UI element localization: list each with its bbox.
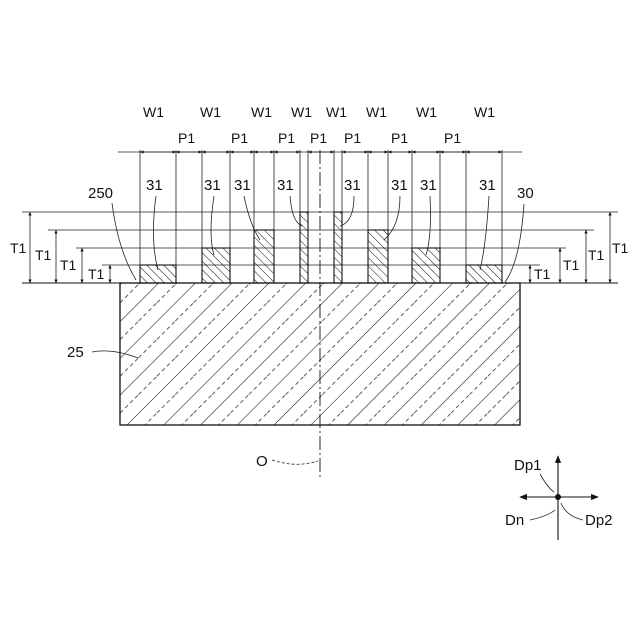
- axis-leader: [272, 460, 318, 464]
- element-label: 31: [344, 177, 361, 194]
- dp1-leader: [540, 474, 554, 492]
- substrate-label: 25: [67, 344, 84, 361]
- element-label: 31: [420, 177, 437, 194]
- element-31: [334, 212, 342, 283]
- thickness-label: T1: [88, 266, 105, 282]
- thickness-label: T1: [60, 257, 77, 273]
- width-label: W1: [143, 104, 164, 120]
- thickness-label: T1: [588, 247, 605, 263]
- element-leader: [153, 196, 158, 270]
- width-label: W1: [200, 104, 221, 120]
- thickness-label: T1: [10, 240, 27, 256]
- layer-label: 250: [88, 185, 113, 202]
- element-31: [300, 212, 308, 283]
- element-label: 31: [479, 177, 496, 194]
- thickness-label: T1: [612, 240, 629, 256]
- layer-leader: [112, 203, 136, 280]
- thickness-label: T1: [563, 257, 580, 273]
- element-31: [466, 265, 502, 283]
- element-31: [140, 265, 176, 283]
- element-31: [254, 230, 274, 283]
- width-label: W1: [251, 104, 272, 120]
- width-label: W1: [326, 104, 347, 120]
- pitch-label: P1: [444, 130, 461, 146]
- element-31: [368, 230, 388, 283]
- element-31: [202, 248, 230, 283]
- pitch-label: P1: [178, 130, 195, 146]
- direction-label-dp1: Dp1: [514, 457, 542, 474]
- direction-label-dp2: Dp2: [585, 512, 613, 529]
- element-label: 31: [234, 177, 251, 194]
- width-label: W1: [291, 104, 312, 120]
- thickness-label: T1: [534, 266, 551, 282]
- pitch-label: P1: [278, 130, 295, 146]
- pitch-label: P1: [310, 130, 327, 146]
- pitch-label: P1: [344, 130, 361, 146]
- width-label: W1: [474, 104, 495, 120]
- element-label: 31: [146, 177, 163, 194]
- element-31: [412, 248, 440, 283]
- width-label: W1: [416, 104, 437, 120]
- element-label: 31: [277, 177, 294, 194]
- element-label: 31: [204, 177, 221, 194]
- dp2-leader: [561, 503, 583, 520]
- axis-label: O: [256, 453, 268, 470]
- element-leader: [211, 196, 214, 255]
- dn-leader: [530, 510, 555, 520]
- assembly-label: 30: [517, 185, 534, 202]
- assembly-leader: [505, 204, 524, 282]
- thickness-label: T1: [35, 247, 52, 263]
- pitch-label: P1: [231, 130, 248, 146]
- pitch-label: P1: [391, 130, 408, 146]
- element-label: 31: [391, 177, 408, 194]
- width-label: W1: [366, 104, 387, 120]
- direction-label-dn: Dn: [505, 512, 524, 529]
- element-leader: [426, 196, 431, 255]
- element-leader: [480, 196, 489, 270]
